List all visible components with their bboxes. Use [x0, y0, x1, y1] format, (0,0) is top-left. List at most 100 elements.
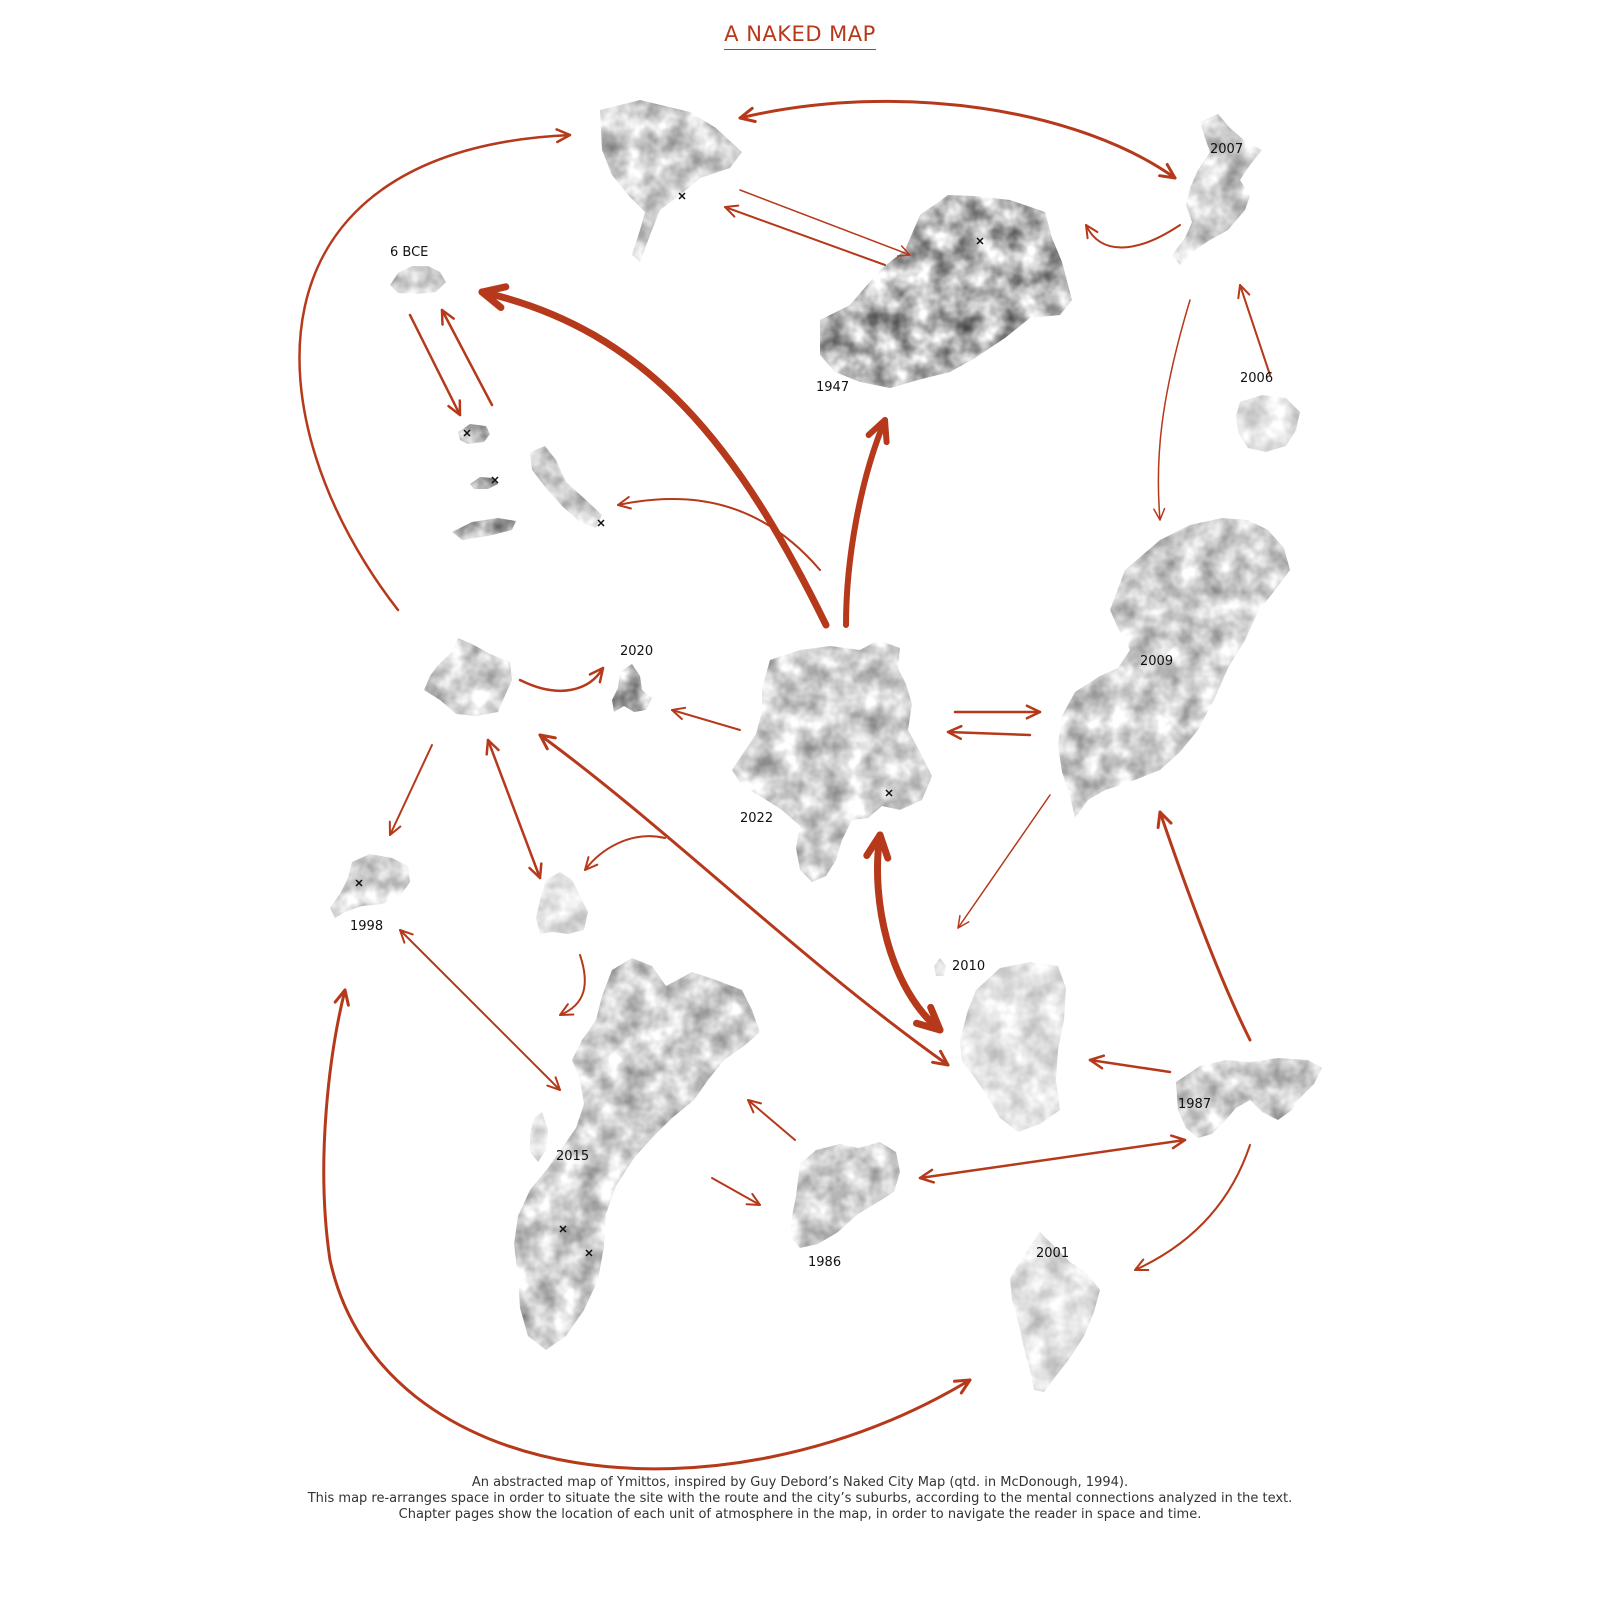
arrow-2022-to-6bce: [478, 283, 830, 629]
arrow-6bce-to-cluster: [408, 313, 462, 417]
arrow-1986-to-1987: [918, 1134, 1187, 1184]
arrowhead: [485, 738, 500, 756]
x-mark-1947: [976, 237, 984, 245]
patch-1947: [820, 195, 1072, 388]
arrow-top-to-2007: [738, 99, 1177, 180]
arrow-6bce-to-cluster-line: [408, 313, 462, 417]
arrow-1987-to-2010: [1088, 1054, 1172, 1074]
arrowhead: [555, 128, 572, 144]
arrow-2007-to-1947-line: [1085, 224, 1181, 249]
patch-1986: [790, 1142, 900, 1248]
arrow-2022-to-urbansw-line: [584, 835, 666, 871]
arrow-1947-to-top: [724, 204, 886, 266]
patch-2015: [514, 958, 760, 1350]
x-mark-2015-a: [559, 1225, 567, 1233]
arrow-route-to-2020: [518, 666, 605, 693]
patch-2006: [1236, 395, 1300, 452]
arrow-route-6bce-to-top: [298, 128, 572, 612]
arrow-1987-to-2009: [1156, 810, 1252, 1042]
arrow-2009-to-2022: [946, 724, 1032, 741]
arrow-urbansw-to-2015: [559, 954, 586, 1016]
arrow-1947-to-top-line: [724, 206, 886, 266]
arrow-top-to-1947-line: [739, 189, 911, 256]
arrow-1987-to-2009-line: [1158, 810, 1252, 1042]
arrow-2022-to-cluster: [617, 496, 821, 571]
label-2001: 2001: [1036, 1246, 1069, 1261]
map-caption: An abstracted map of Ymittos, inspired b…: [0, 1475, 1600, 1523]
arrowhead: [440, 308, 455, 326]
caption-line-3: Chapter pages show the location of each …: [398, 1507, 1202, 1522]
arrowhead: [538, 733, 557, 751]
arrowhead: [388, 820, 402, 836]
patch-1987: [1176, 1058, 1322, 1138]
arrow-route-to-1998: [388, 744, 433, 836]
map-title: A NAKED MAP: [0, 22, 1600, 50]
arrow-1998-to-2015-line: [399, 929, 561, 1091]
label-2010: 2010: [952, 959, 985, 974]
arrowhead: [546, 1076, 561, 1091]
arrow-2022-to-1947: [843, 417, 890, 628]
arrow-2022-to-2020: [671, 706, 741, 731]
x-mark-2022: [885, 789, 893, 797]
arrow-2022-to-cluster-line: [617, 497, 821, 571]
arrow-2006-to-2007: [1237, 284, 1271, 376]
label-1998: 1998: [350, 919, 383, 934]
arrowhead: [745, 1193, 761, 1206]
x-mark-cluster-d: [597, 519, 605, 527]
arrowhead: [528, 862, 543, 880]
arrow-route-6bce-to-top-line: [298, 133, 572, 612]
x-mark-1998: [355, 879, 363, 887]
patch-1998: [330, 854, 410, 918]
arrowhead: [478, 283, 510, 311]
x-mark-cluster-a: [463, 429, 471, 437]
arrow-1986-to-2015: [747, 1099, 796, 1141]
arrow-2007-to-2009-line: [1157, 299, 1191, 521]
arrow-2022-to-2010: [863, 831, 944, 1034]
label-2006: 2006: [1240, 371, 1273, 386]
arrow-2010-to-route: [538, 733, 950, 1067]
label-2007: 2007: [1210, 142, 1243, 157]
arrow-1987-to-2010-line: [1088, 1058, 1172, 1074]
arrow-2022-to-1947-line: [843, 417, 888, 628]
arrow-urbansw-to-2015-line: [559, 954, 586, 1016]
arrowhead: [738, 106, 757, 123]
label-2020: 2020: [620, 644, 653, 659]
arrow-1998-to-2015: [399, 929, 561, 1091]
arrowhead: [1085, 224, 1099, 240]
patch-6bce: [390, 266, 446, 294]
arrowhead: [918, 1168, 936, 1184]
label-1947: 1947: [816, 380, 849, 395]
arrowhead: [671, 706, 687, 720]
patch-2015-fragment: [530, 1112, 548, 1162]
arrowhead: [1088, 1054, 1106, 1070]
arrowhead: [957, 915, 970, 929]
patch-2001: [1010, 1232, 1100, 1392]
patch-cluster-d: [530, 446, 602, 528]
patch-cluster-b: [470, 477, 498, 489]
arrow-route-to-urbansw-line: [486, 738, 542, 880]
caption-line-1: An abstracted map of Ymittos, inspired b…: [471, 1475, 1129, 1490]
label-2022: 2022: [740, 811, 773, 826]
patch-2010: [960, 962, 1066, 1132]
patch-cluster-a: [458, 424, 490, 444]
label-1987: 1987: [1178, 1097, 1211, 1112]
x-mark-cluster-b: [491, 476, 499, 484]
arrow-2022-to-urbansw: [584, 835, 666, 871]
arrowhead: [863, 831, 892, 862]
patch-2022: [732, 640, 932, 882]
x-mark-top: [678, 192, 686, 200]
label-2009: 2009: [1140, 654, 1173, 669]
arrow-2009-to-2022-line: [946, 730, 1032, 737]
patch-urban-sw: [536, 872, 588, 934]
x-mark-2015-b: [585, 1249, 593, 1257]
arrow-2001-to-1998: [322, 988, 972, 1471]
arrowhead: [747, 1099, 762, 1114]
arrowhead: [724, 204, 740, 218]
arrow-route-to-1998-line: [389, 744, 433, 836]
arrow-top-to-2007-line: [738, 99, 1177, 180]
patch-2007: [1172, 114, 1262, 265]
arrow-2022-to-6bce-line: [478, 288, 830, 629]
arrow-route-to-urbansw: [485, 738, 543, 880]
arrow-2007-to-1947: [1085, 224, 1181, 249]
arrowhead: [931, 1049, 950, 1067]
